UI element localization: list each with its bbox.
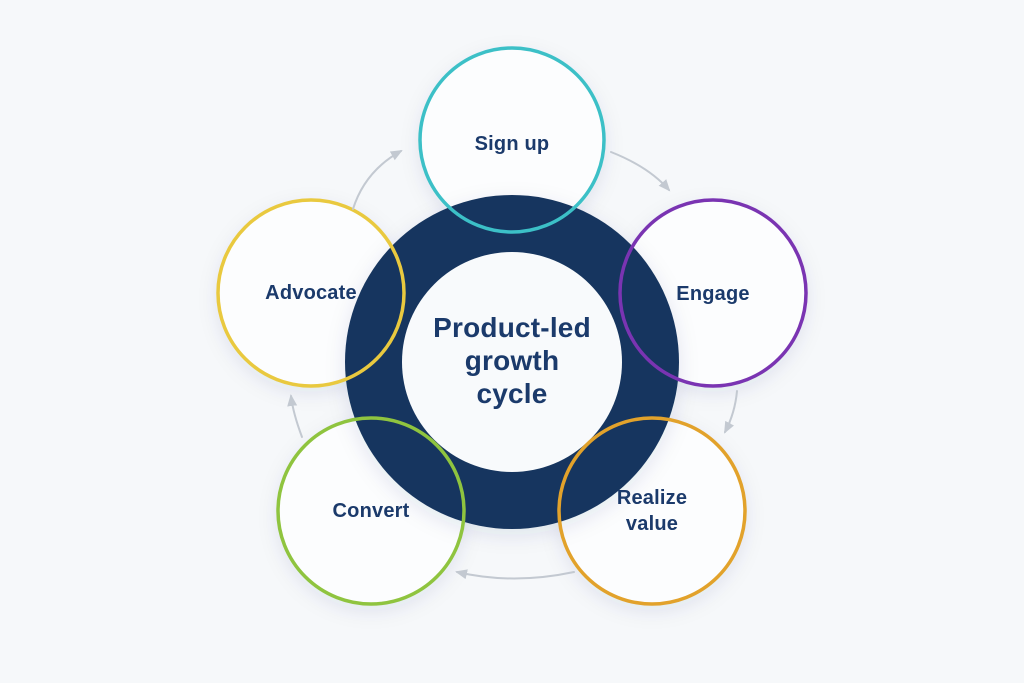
cycle-title-line-1: Product-led	[433, 311, 591, 343]
stage-label-engage: Engage	[676, 283, 750, 305]
stage-label-realize-value: Realize value	[616, 487, 688, 535]
arrow-realize-value-to-convert	[455, 569, 575, 580]
stage-ring-engage	[618, 198, 808, 388]
arrow-advocate-to-sign-up	[352, 150, 403, 210]
arrow-sign-up-to-engage	[610, 151, 671, 192]
stage-ring-convert	[276, 416, 466, 606]
cycle-ring-center	[402, 252, 622, 472]
cycle-title: Product-led growth cycle	[433, 312, 591, 410]
stage-circle-sign-up	[420, 48, 604, 232]
cycle-ring-group	[345, 195, 679, 529]
stage-label-sign-up: Sign up	[474, 133, 550, 155]
stage-label-convert: Convert	[332, 500, 410, 522]
arrow-convert-to-advocate	[287, 394, 303, 438]
flow-arrows	[287, 150, 738, 580]
stage-ring-sign-up	[418, 46, 606, 234]
stage-ring-realize-value	[557, 416, 747, 606]
stage-rings	[216, 46, 808, 606]
stage-circle-fills	[218, 48, 806, 604]
cycle-title-line-3: cycle	[476, 377, 548, 409]
cycle-title-line-2: growth	[464, 344, 560, 376]
stage-ring-advocate	[216, 198, 406, 388]
stage-label-advocate: Advocate	[265, 282, 357, 304]
arrow-engage-to-realize-value	[724, 390, 738, 434]
